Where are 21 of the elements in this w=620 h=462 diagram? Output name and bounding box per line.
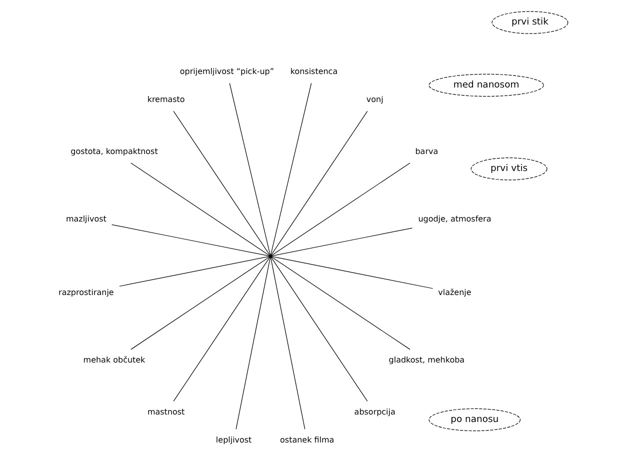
connector xyxy=(118,256,270,286)
node-ellipse: po nanosu xyxy=(428,408,520,431)
connector xyxy=(172,110,270,256)
connector xyxy=(235,256,270,429)
connector xyxy=(270,256,305,429)
connector xyxy=(130,162,270,256)
connector xyxy=(111,224,270,256)
connector xyxy=(270,256,433,288)
connector xyxy=(172,256,270,402)
connector xyxy=(228,82,270,255)
connector xyxy=(130,256,270,350)
node-ellipse: prvi stik xyxy=(491,10,568,34)
node-ellipse: med nanosom xyxy=(428,73,544,96)
connector xyxy=(270,256,410,350)
node-ellipse: prvi vtis xyxy=(470,157,547,180)
connector xyxy=(270,162,410,256)
connector xyxy=(270,227,412,256)
connector xyxy=(270,256,368,402)
node-point xyxy=(268,254,272,258)
connector xyxy=(270,110,368,256)
connector xyxy=(270,82,312,255)
